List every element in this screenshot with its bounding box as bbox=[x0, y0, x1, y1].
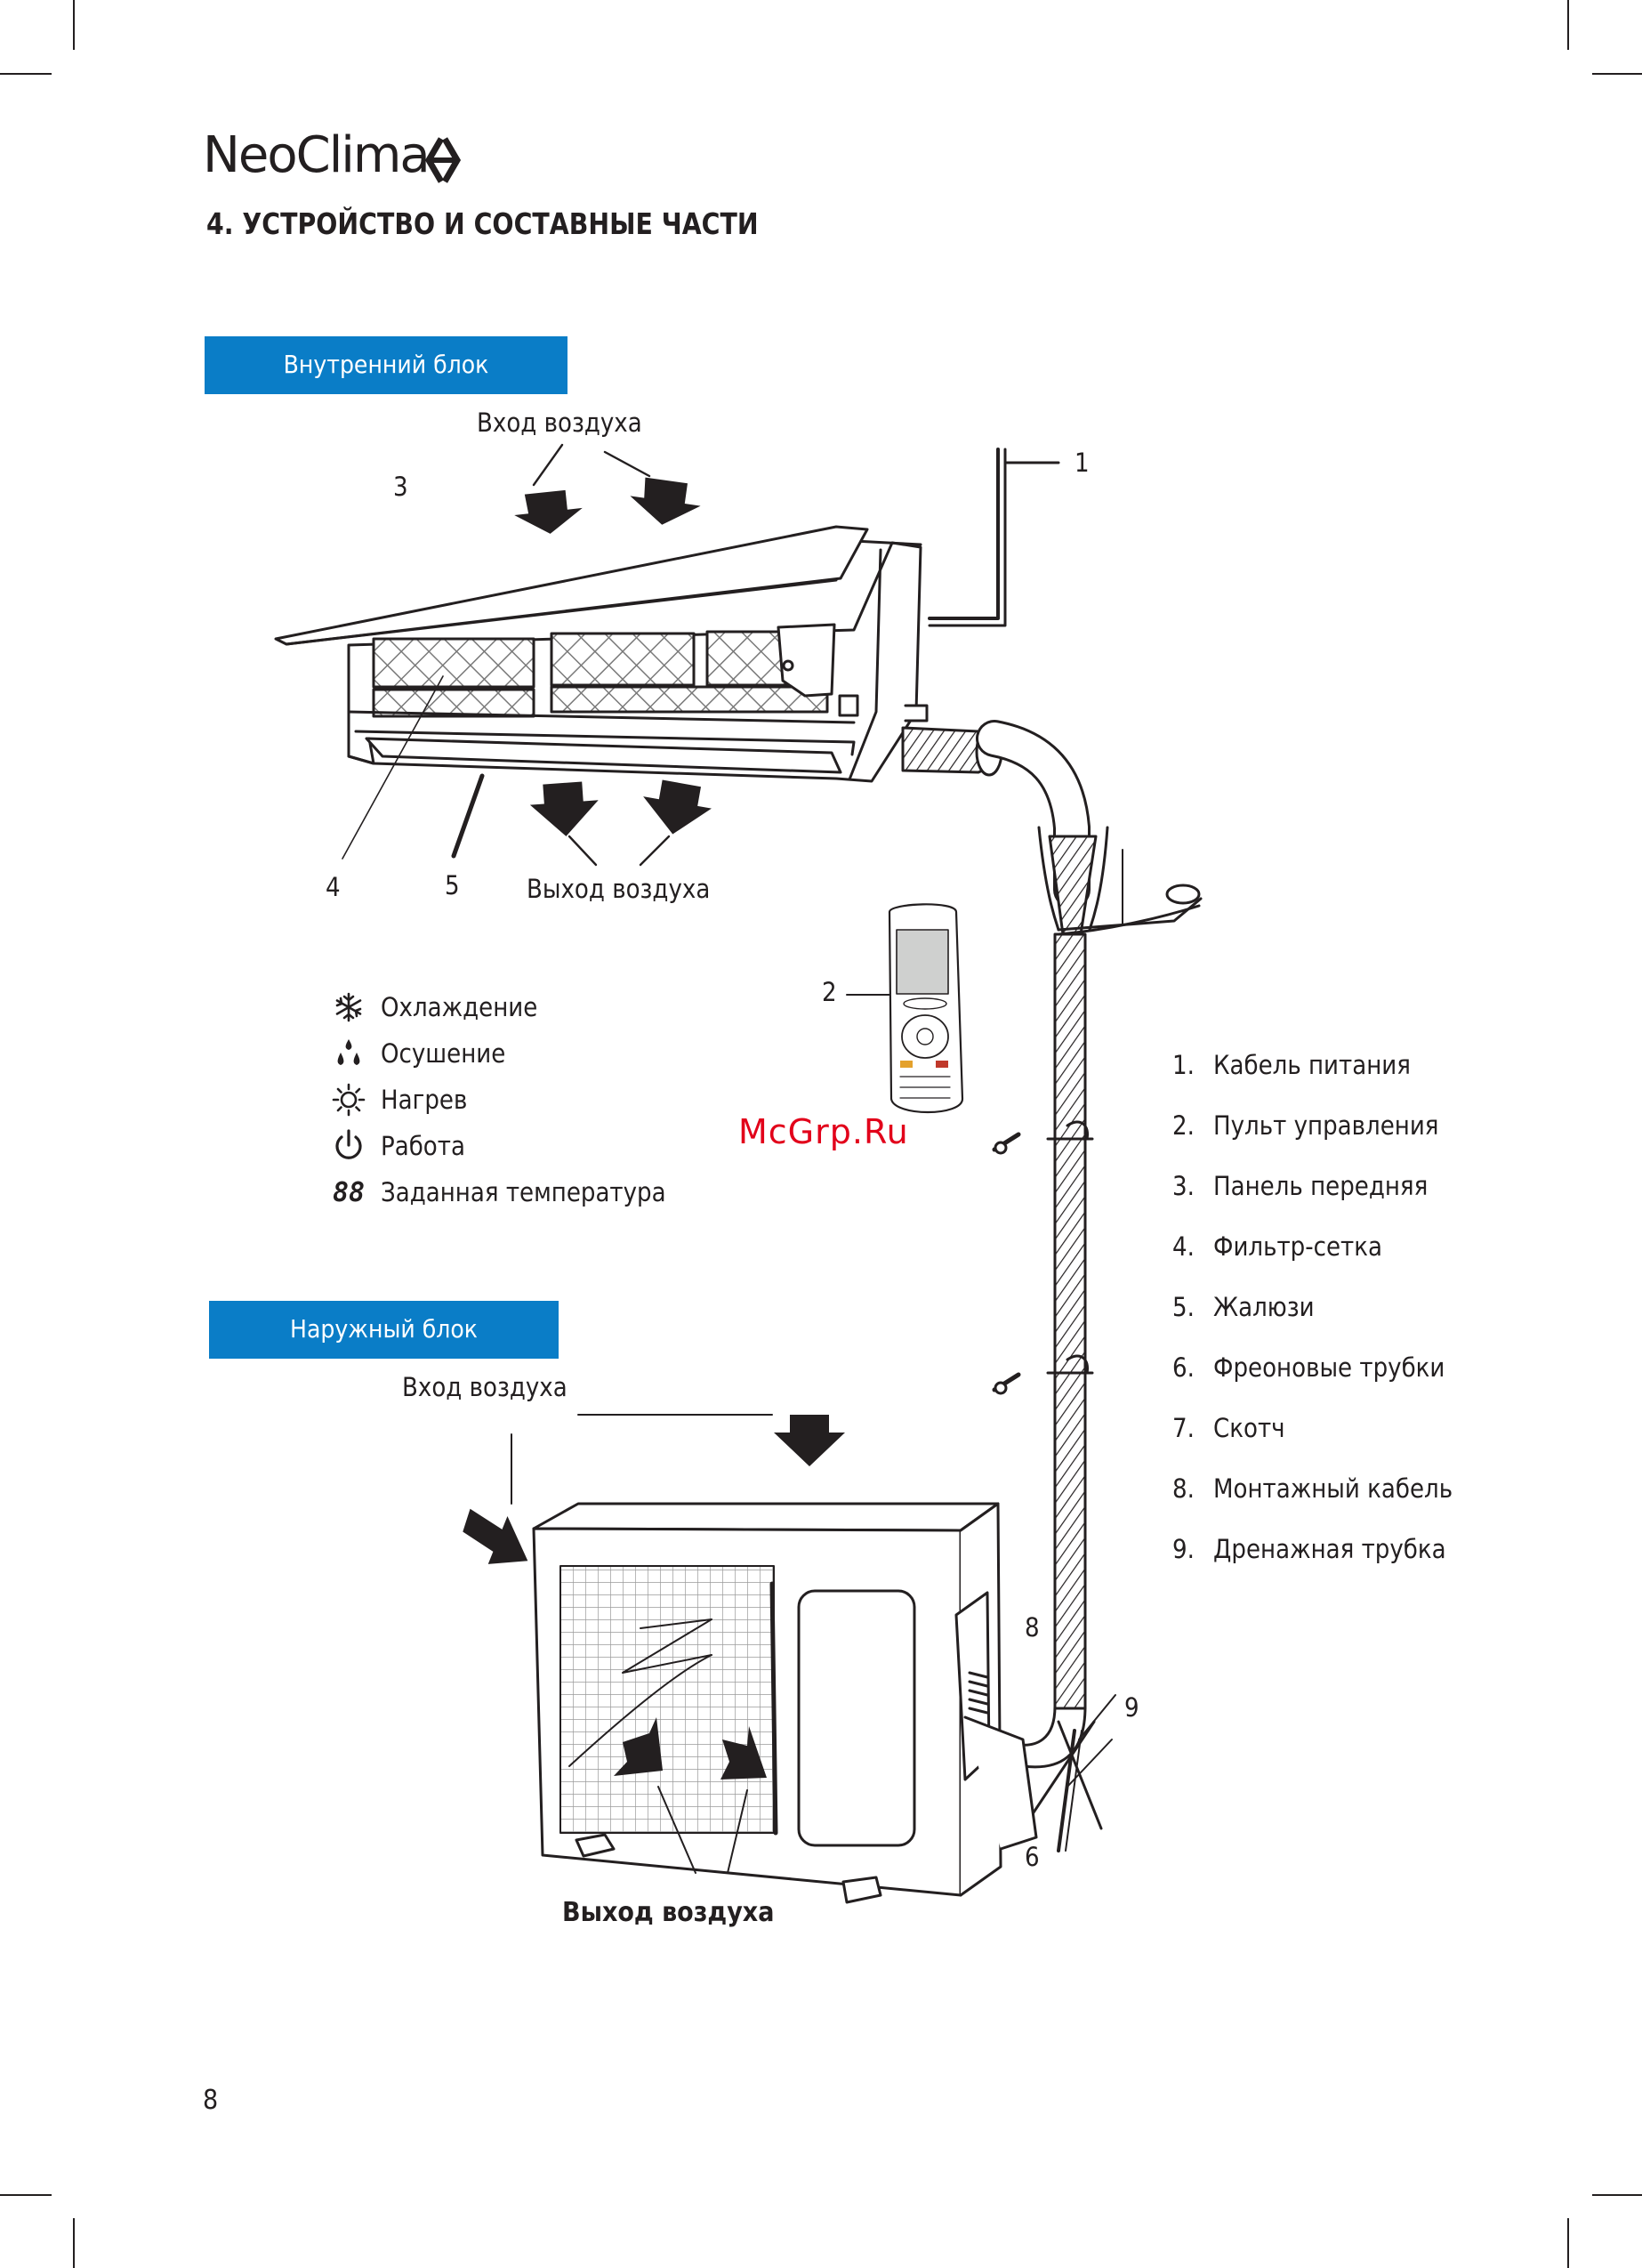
air-in-arrows bbox=[514, 477, 712, 836]
parts-list-item: 8.Монтажный кабель bbox=[1172, 1473, 1453, 1504]
parts-list-item: 2.Пульт управления bbox=[1172, 1110, 1439, 1141]
brand-logo-text: NeoClima bbox=[203, 126, 431, 184]
indoor-unit bbox=[274, 448, 1060, 783]
parts-list-item: 1.Кабель питания bbox=[1172, 1050, 1411, 1080]
legend-item-heating: Нагрев bbox=[329, 1082, 467, 1118]
crop-mark bbox=[0, 2194, 52, 2196]
outdoor-unit-band: Наружный блок bbox=[209, 1301, 559, 1359]
crop-mark bbox=[1592, 2194, 1642, 2196]
indoor-air-in-label: Вход воздуха bbox=[477, 408, 642, 438]
callout-6: 6 bbox=[1025, 1842, 1040, 1872]
page-number: 8 bbox=[203, 2085, 219, 2116]
crop-mark bbox=[73, 0, 75, 50]
remote-control bbox=[849, 903, 964, 1113]
outdoor-air-in-label: Вход воздуха bbox=[402, 1372, 567, 1402]
outdoor-unit bbox=[532, 1502, 1038, 1904]
legend-item-cooling: Охлаждение bbox=[329, 989, 537, 1025]
legend-item-temperature: 88 Заданная температура bbox=[329, 1174, 666, 1210]
callout-5: 5 bbox=[445, 870, 460, 900]
outdoor-air-out-label: Выход воздуха bbox=[562, 1897, 775, 1928]
outdoor-air-arrows bbox=[463, 1415, 845, 1780]
parts-list-item: 4.Фильтр-сетка bbox=[1172, 1231, 1382, 1262]
parts-list-item: 5.Жалюзи bbox=[1172, 1292, 1315, 1322]
indoor-air-out-label: Выход воздуха bbox=[527, 874, 711, 904]
callout-1: 1 bbox=[1075, 448, 1090, 478]
crop-mark bbox=[0, 73, 52, 75]
legend-label: Осушение bbox=[381, 1038, 506, 1069]
drops-icon bbox=[329, 1036, 368, 1071]
parts-list-item: 6.Фреоновые трубки bbox=[1172, 1352, 1445, 1383]
parts-list-item: 9.Дренажная трубка bbox=[1172, 1534, 1446, 1564]
seven-segment-88-icon: 88 bbox=[332, 1176, 366, 1208]
crop-mark bbox=[1567, 0, 1569, 50]
power-icon bbox=[329, 1128, 368, 1164]
sun-icon bbox=[329, 1082, 368, 1118]
callout-8: 8 bbox=[1025, 1612, 1040, 1642]
crop-mark bbox=[73, 2218, 75, 2268]
section-title: 4. УСТРОЙСТВО И СОСТАВНЫЕ ЧАСТИ bbox=[206, 206, 759, 241]
legend-label: Нагрев bbox=[381, 1085, 468, 1115]
callout-3: 3 bbox=[393, 472, 408, 502]
legend-label: Работа bbox=[381, 1131, 465, 1161]
snowflake-icon bbox=[329, 989, 368, 1025]
indoor-unit-band: Внутренний блок bbox=[205, 336, 567, 394]
legend-item-dry: Осушение bbox=[329, 1036, 505, 1071]
watermark: McGrp.Ru bbox=[738, 1112, 909, 1151]
brand-diamond-icon bbox=[424, 137, 462, 183]
pipe-run bbox=[976, 720, 1203, 1852]
callout-2: 2 bbox=[822, 977, 837, 1007]
crop-mark bbox=[1592, 73, 1642, 75]
callout-4: 4 bbox=[326, 872, 341, 902]
crop-mark bbox=[1567, 2218, 1569, 2268]
legend-item-run: Работа bbox=[329, 1128, 465, 1164]
parts-list-item: 7.Скотч bbox=[1172, 1413, 1285, 1443]
callout-9: 9 bbox=[1124, 1692, 1139, 1723]
legend-label: Охлаждение bbox=[381, 992, 538, 1022]
parts-list: 1.Кабель питания 2.Пульт управления 3.Па… bbox=[1172, 1050, 1453, 1594]
parts-list-item: 3.Панель передняя bbox=[1172, 1171, 1429, 1201]
legend-label: Заданная температура bbox=[381, 1177, 666, 1207]
